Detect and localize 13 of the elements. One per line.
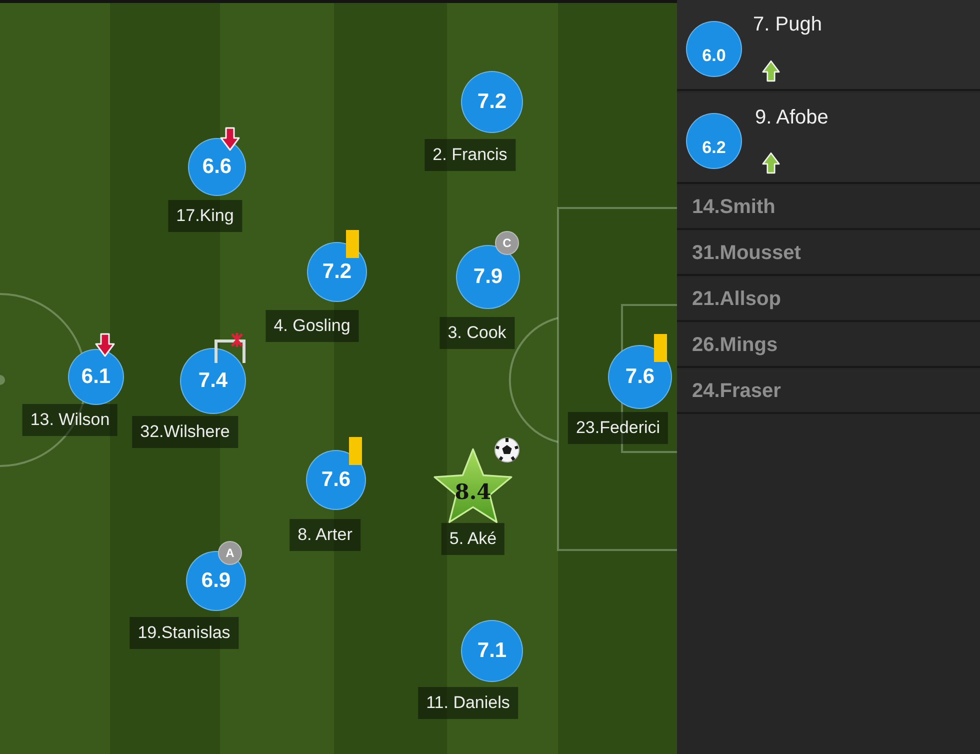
player-name: 17.King: [168, 200, 242, 232]
player-name: 32.Wilshere: [132, 416, 238, 448]
player-name: 11. Daniels: [418, 687, 518, 719]
player-name: 19.Stanislas: [130, 617, 238, 649]
player-name: 5. Aké: [441, 523, 505, 555]
player-name: 3. Cook: [440, 317, 514, 349]
player-name: 23.Federici: [568, 412, 668, 444]
player-name: 4. Gosling: [266, 310, 358, 342]
player-name: 8. Arter: [290, 519, 360, 551]
player-name: 2. Francis: [424, 139, 516, 171]
player-name: 13. Wilson: [22, 404, 118, 436]
substitute-name: 7. Pugh: [753, 14, 822, 36]
substitute-name: 9. Afobe: [755, 106, 828, 130]
